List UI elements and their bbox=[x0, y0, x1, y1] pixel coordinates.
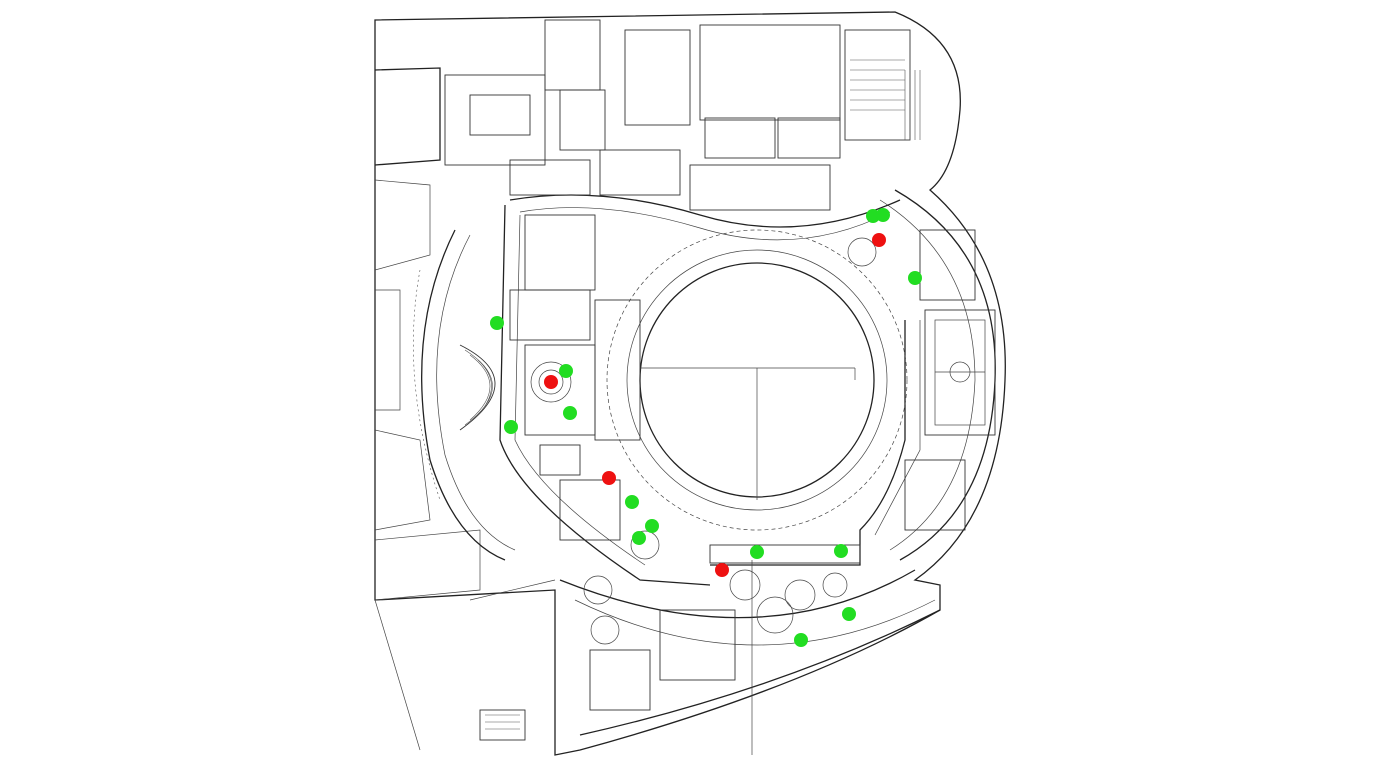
top-blocks bbox=[444, 19, 921, 211]
left-core bbox=[459, 214, 641, 476]
ok-marker[interactable] bbox=[842, 607, 856, 621]
ok-marker[interactable] bbox=[504, 420, 518, 434]
ok-marker[interactable] bbox=[625, 495, 639, 509]
alert-marker[interactable] bbox=[715, 563, 729, 577]
inner-ring-corridor bbox=[499, 194, 921, 586]
alert-marker[interactable] bbox=[602, 471, 616, 485]
ok-marker[interactable] bbox=[645, 519, 659, 533]
ok-marker[interactable] bbox=[750, 545, 764, 559]
ok-marker[interactable] bbox=[490, 316, 504, 330]
ok-marker[interactable] bbox=[563, 406, 577, 420]
ok-marker[interactable] bbox=[834, 544, 848, 558]
ok-marker[interactable] bbox=[908, 271, 922, 285]
atrium-circle bbox=[606, 229, 908, 755]
ok-marker[interactable] bbox=[794, 633, 808, 647]
ok-marker[interactable] bbox=[632, 531, 646, 545]
alert-marker[interactable] bbox=[544, 375, 558, 389]
ok-marker[interactable] bbox=[559, 364, 573, 378]
alert-marker[interactable] bbox=[872, 233, 886, 247]
outer-ring-wings bbox=[413, 189, 996, 736]
right-wing bbox=[847, 229, 996, 531]
building-outline bbox=[374, 11, 1006, 756]
ok-marker[interactable] bbox=[876, 208, 890, 222]
bottom-wing bbox=[479, 479, 861, 741]
marker-layer bbox=[490, 208, 922, 647]
